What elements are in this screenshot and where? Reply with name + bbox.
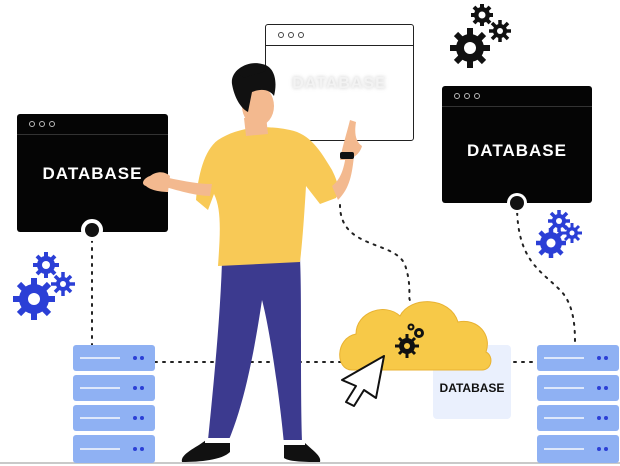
gear-icon-left (13, 252, 75, 320)
server-icon-right (537, 345, 619, 463)
connector-right-window (516, 204, 576, 346)
connector-hand-cloud (339, 204, 411, 301)
gear-icon-cloud (395, 323, 424, 358)
window-controls (278, 32, 304, 38)
server-icon-left (73, 345, 155, 463)
cloud-database-label: DATABASE (439, 381, 505, 395)
window-title: DATABASE (42, 164, 143, 183)
window-title: DATABASE (292, 75, 387, 92)
database-window-left: DATABASE (17, 114, 168, 232)
cursor-icon (341, 355, 385, 407)
gear-icon-top-right (450, 4, 511, 68)
gear-icon-right (536, 210, 582, 258)
database-window-right: DATABASE (442, 86, 592, 203)
window-controls (29, 121, 55, 127)
window-title: DATABASE (467, 141, 567, 160)
database-window-center: DATABASE (265, 24, 414, 141)
window-controls (454, 93, 480, 99)
